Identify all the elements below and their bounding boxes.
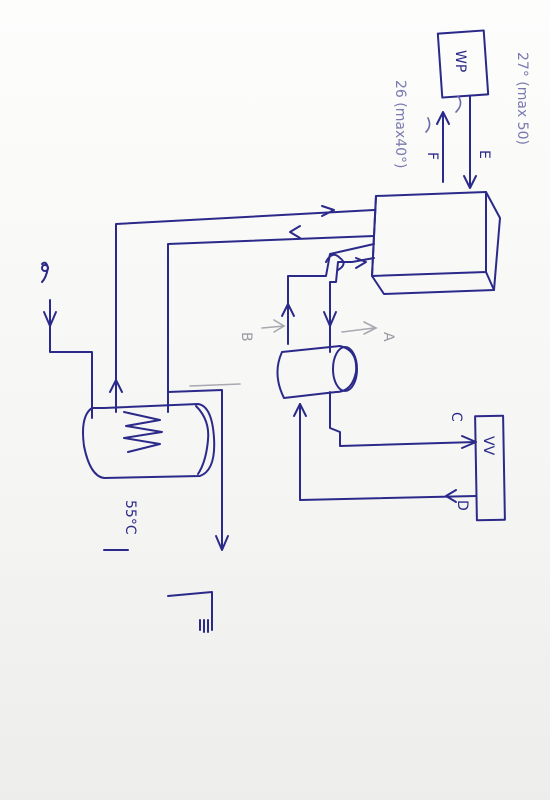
heat-pump-unit: WP	[436, 29, 490, 99]
port-a-label: A	[380, 332, 396, 342]
coil-supply-pipe	[109, 205, 375, 401]
port-a: A	[341, 321, 396, 342]
heat-pump-label: WP	[452, 50, 468, 72]
port-c-label: C	[448, 412, 464, 422]
heat-pump-pipes: E F	[424, 95, 492, 189]
coil-return-pipe	[167, 225, 375, 393]
tank-temperature-label: 55°C	[122, 500, 138, 535]
port-b: B	[238, 319, 286, 342]
cold-water-inlet	[41, 261, 93, 419]
buffer-vessel	[371, 191, 501, 295]
mixing-valve-cylinder	[276, 345, 358, 399]
port-b-label: B	[238, 332, 254, 342]
note-26-max-40: 26 (max40°)	[392, 80, 408, 169]
pipe-f-label: F	[424, 152, 440, 160]
hot-water-outlet	[167, 383, 241, 551]
pipe-c: C	[329, 391, 477, 449]
mixer-connections	[281, 243, 375, 353]
hot-water-tank: 55°C	[82, 391, 216, 551]
pipe-e-label: E	[476, 150, 492, 159]
note-27-max-50: 27° (max 50)	[514, 52, 530, 145]
port-d-label: D	[454, 500, 470, 511]
pipe-d: D	[293, 403, 477, 511]
floor-heating-label: VV	[480, 436, 496, 456]
tap-icon	[167, 591, 213, 633]
floor-heating-distributor: VV	[474, 414, 506, 522]
